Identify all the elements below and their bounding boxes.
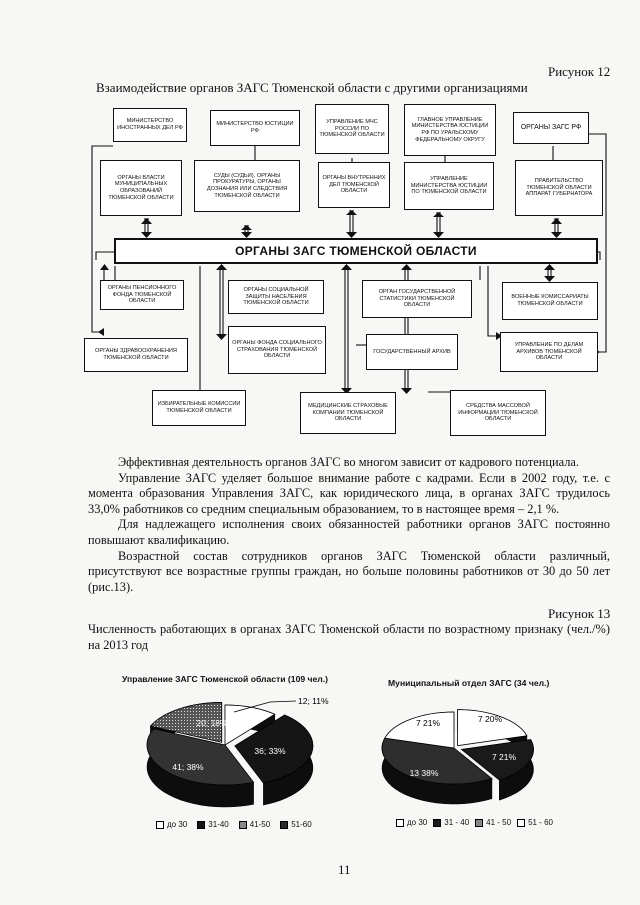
chart2-legend-swatch-2	[433, 818, 442, 827]
figure-12-title: Взаимодействие органов ЗАГС Тюменской об…	[96, 80, 528, 95]
chart2-legend-item: до 30	[396, 818, 427, 827]
chart1-legend: до 30 31-40 41-50 51-60	[156, 820, 312, 829]
paragraph-3: Для надлежащего исполнения своих обязанн…	[88, 517, 610, 547]
box-internal-affairs: Органы внутренних дел Тюменской области	[318, 162, 390, 208]
chart2-legend-label: 31 - 40	[444, 818, 470, 827]
paragraph-4: Возрастной состав сотрудников органов ЗА…	[88, 548, 610, 594]
chart2-legend-label: до 30	[407, 818, 428, 827]
figure-13-number: Рисунок 13	[548, 606, 611, 621]
page-number: 11	[338, 862, 351, 877]
chart2-title: Муниципальный отдел ЗАГС (34 чел.)	[388, 678, 550, 688]
pie-slice	[149, 702, 223, 743]
pie-data-label: 36; 33%	[254, 746, 286, 756]
chart2-legend: до 30 31 - 40 41 - 50 51 - 60	[396, 818, 553, 827]
diagram-connectors	[91, 133, 607, 401]
chart2-legend-label: 41 - 50	[486, 818, 512, 827]
body-text: Эффективная деятельность органов ЗАГС во…	[88, 455, 610, 595]
chart1-legend-label: 41-50	[249, 820, 271, 829]
chart1-legend-swatch-2	[197, 820, 206, 829]
pie-slice	[460, 739, 534, 781]
box-emercom: Управление МЧС России по Тюменской облас…	[315, 104, 389, 154]
box-justice-ural: Главное управление Министерства юстиции …	[404, 104, 496, 156]
box-social-protection: Органы социальной защиты населения Тюмен…	[228, 280, 324, 314]
box-social-insurance: Органы фонда социального страхования Тюм…	[228, 326, 326, 374]
box-municipal-authorities: Органы власти муниципальных образований …	[100, 160, 182, 216]
chart2-pie: 7 20% 7 21% 13 38% 7 21%	[381, 709, 534, 805]
box-pension-fund: Органы пенсионного фонда Тюменской облас…	[100, 280, 184, 310]
chart1-legend-swatch-4	[280, 820, 289, 829]
pie-data-label: 7 21%	[492, 752, 517, 762]
pie-data-label: 7 20%	[478, 714, 503, 724]
chart1-legend-item: 51-60	[280, 820, 312, 829]
box-state-archive: Государственный архив	[366, 334, 458, 370]
chart2-legend-item: 31 - 40	[433, 818, 469, 827]
box-courts-prosecutors: Суды (судьи), органы прокуратуры, органы…	[194, 160, 300, 212]
pie-slice	[381, 737, 493, 785]
chart1-title: Управление ЗАГС Тюменской области (109 ч…	[122, 674, 328, 684]
interaction-diagram: Министерство иностранных дел РФ Министер…	[0, 0, 640, 450]
box-statistics: Орган государственной статистики Тюменск…	[362, 280, 472, 318]
chart1-legend-label: 31-40	[208, 820, 229, 829]
box-zags-tyumen: ОРГАНЫ ЗАГС ТЮМЕНСКОЙ ОБЛАСТИ	[114, 238, 598, 264]
chart2-legend-swatch-3	[475, 818, 484, 827]
box-justice-tyumen: Управление Министерства юстиции по Тюмен…	[404, 162, 494, 210]
figure-13-title: Численность работающих в органах ЗАГС Тю…	[88, 622, 610, 652]
pie-slice	[234, 714, 314, 784]
pie-data-label: 20; 18%	[196, 718, 228, 728]
chart1-legend-swatch-3	[238, 820, 247, 829]
paragraph-1: Эффективная деятельность органов ЗАГС во…	[118, 455, 580, 469]
box-justice-ministry: Министерство юстиции РФ	[210, 110, 300, 146]
pie-data-label: 13 38%	[410, 768, 439, 778]
chart1-legend-item: 31-40	[197, 820, 229, 829]
pie-slice	[457, 709, 528, 747]
pie-data-label: 7 21%	[416, 718, 441, 728]
chart2-legend-item: 51 - 60	[517, 818, 553, 827]
chart2-legend-item: 41 - 50	[475, 818, 511, 827]
chart1-legend-item: до 30	[156, 820, 187, 829]
box-medical-insurance: Медицинские страховые компании Тюменской…	[300, 392, 396, 434]
chart2-legend-label: 51 - 60	[528, 818, 553, 827]
box-government: Правительство Тюменской области аппарат …	[515, 160, 603, 216]
box-mass-media: Средства массовой информации Тюменской о…	[450, 390, 546, 436]
pie-label-leader	[233, 700, 297, 713]
pie-data-label: 12; 11%	[298, 696, 329, 706]
pie-data-label: 41; 38%	[172, 762, 204, 772]
box-election-commissions: Избирательные комиссии Тюменской области	[152, 390, 246, 426]
chart1-pie: 12; 11% 36; 33% 41; 38% 20; 18%	[146, 696, 329, 808]
box-archives-management: Управление по делам архивов Тюменской об…	[500, 332, 598, 372]
figure-12-number: Рисунок 12	[548, 64, 611, 79]
chart1-legend-swatch-1	[156, 820, 164, 829]
paragraph-2: Управление ЗАГС уделяет большое внимание…	[88, 470, 610, 516]
chart1-legend-item: 41-50	[238, 820, 271, 829]
box-healthcare: Органы здравоохранения Тюменской области	[84, 338, 188, 372]
chart2-legend-swatch-1	[396, 818, 404, 827]
chart1-legend-label: до 30	[167, 820, 188, 829]
chart1-legend-label: 51-60	[291, 820, 312, 829]
box-zags-rf: Органы ЗАГС РФ	[513, 112, 589, 144]
box-foreign-ministry: Министерство иностранных дел РФ	[113, 108, 187, 142]
pie-slice	[384, 711, 455, 749]
box-military: Военные комиссариаты Тюменской области	[502, 282, 598, 320]
pie-slice	[146, 728, 255, 786]
figure-13-title-wrap: Численность работающих в органах ЗАГС Тю…	[88, 622, 610, 653]
chart2-legend-swatch-4	[517, 818, 526, 827]
